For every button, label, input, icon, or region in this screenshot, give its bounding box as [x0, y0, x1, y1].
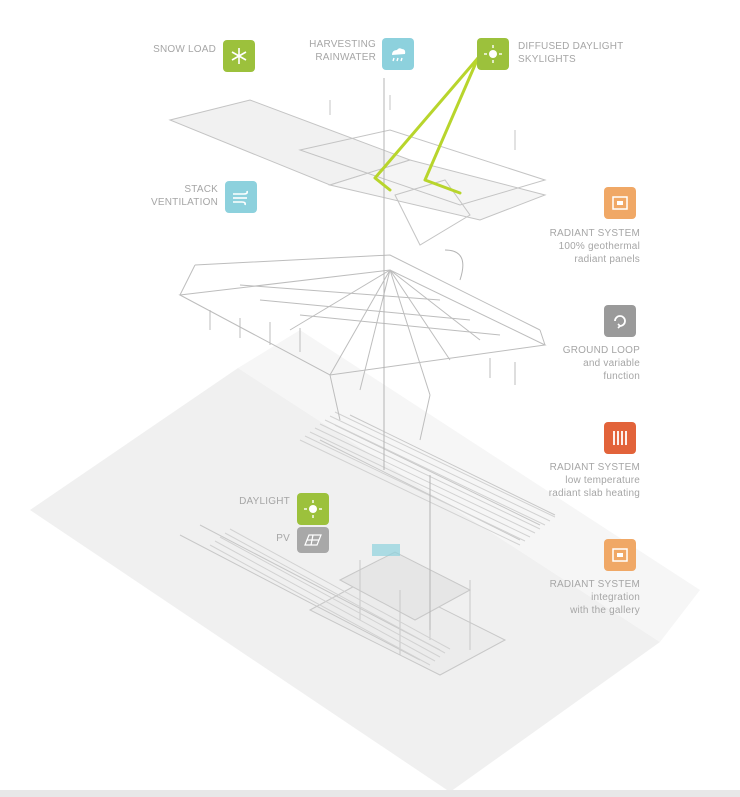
- label-pv: PV: [276, 533, 290, 544]
- radiator-icon: [604, 422, 636, 454]
- skylight-leader-lines: [373, 56, 480, 195]
- ground-plane-shade: [238, 330, 700, 642]
- radiator-icon: [604, 539, 636, 571]
- rain-cloud-icon: [382, 38, 414, 70]
- label-radiant-system-gallery: RADIANT SYSTEM integration with the gall…: [549, 579, 640, 616]
- wind-icon: [225, 181, 257, 213]
- bottom-strip: [0, 790, 740, 797]
- label-daylight: DAYLIGHT: [239, 496, 290, 507]
- roof-truss-structure: [178, 254, 547, 441]
- ground-floor-structure: [179, 414, 556, 676]
- radiator-icon: [604, 187, 636, 219]
- snowflake-icon: [223, 40, 255, 72]
- sun-icon: [297, 493, 329, 525]
- label-snow-load: SNOW LOAD: [153, 44, 216, 55]
- label-ground-loop: GROUND LOOP and variable function: [562, 345, 640, 382]
- vertical-connectors: [383, 78, 464, 630]
- label-radiant-system-slab: RADIANT SYSTEM low temperature radiant s…: [548, 462, 640, 499]
- upper-roof-volume: [168, 95, 547, 246]
- label-harvesting-rainwater: HARVESTING RAINWATER: [309, 39, 376, 63]
- solar-panel-icon: [297, 527, 329, 553]
- label-radiant-system-panels: RADIANT SYSTEM 100% geothermal radiant p…: [549, 228, 640, 265]
- label-diffused-daylight: DIFFUSED DAYLIGHT SKYLIGHTS: [518, 41, 624, 65]
- water-tank: [372, 544, 400, 556]
- sun-icon: [477, 38, 509, 70]
- label-stack-ventilation: STACK VENTILATION: [150, 184, 218, 208]
- loop-icon: [604, 305, 636, 337]
- floor-hatching: [209, 411, 556, 666]
